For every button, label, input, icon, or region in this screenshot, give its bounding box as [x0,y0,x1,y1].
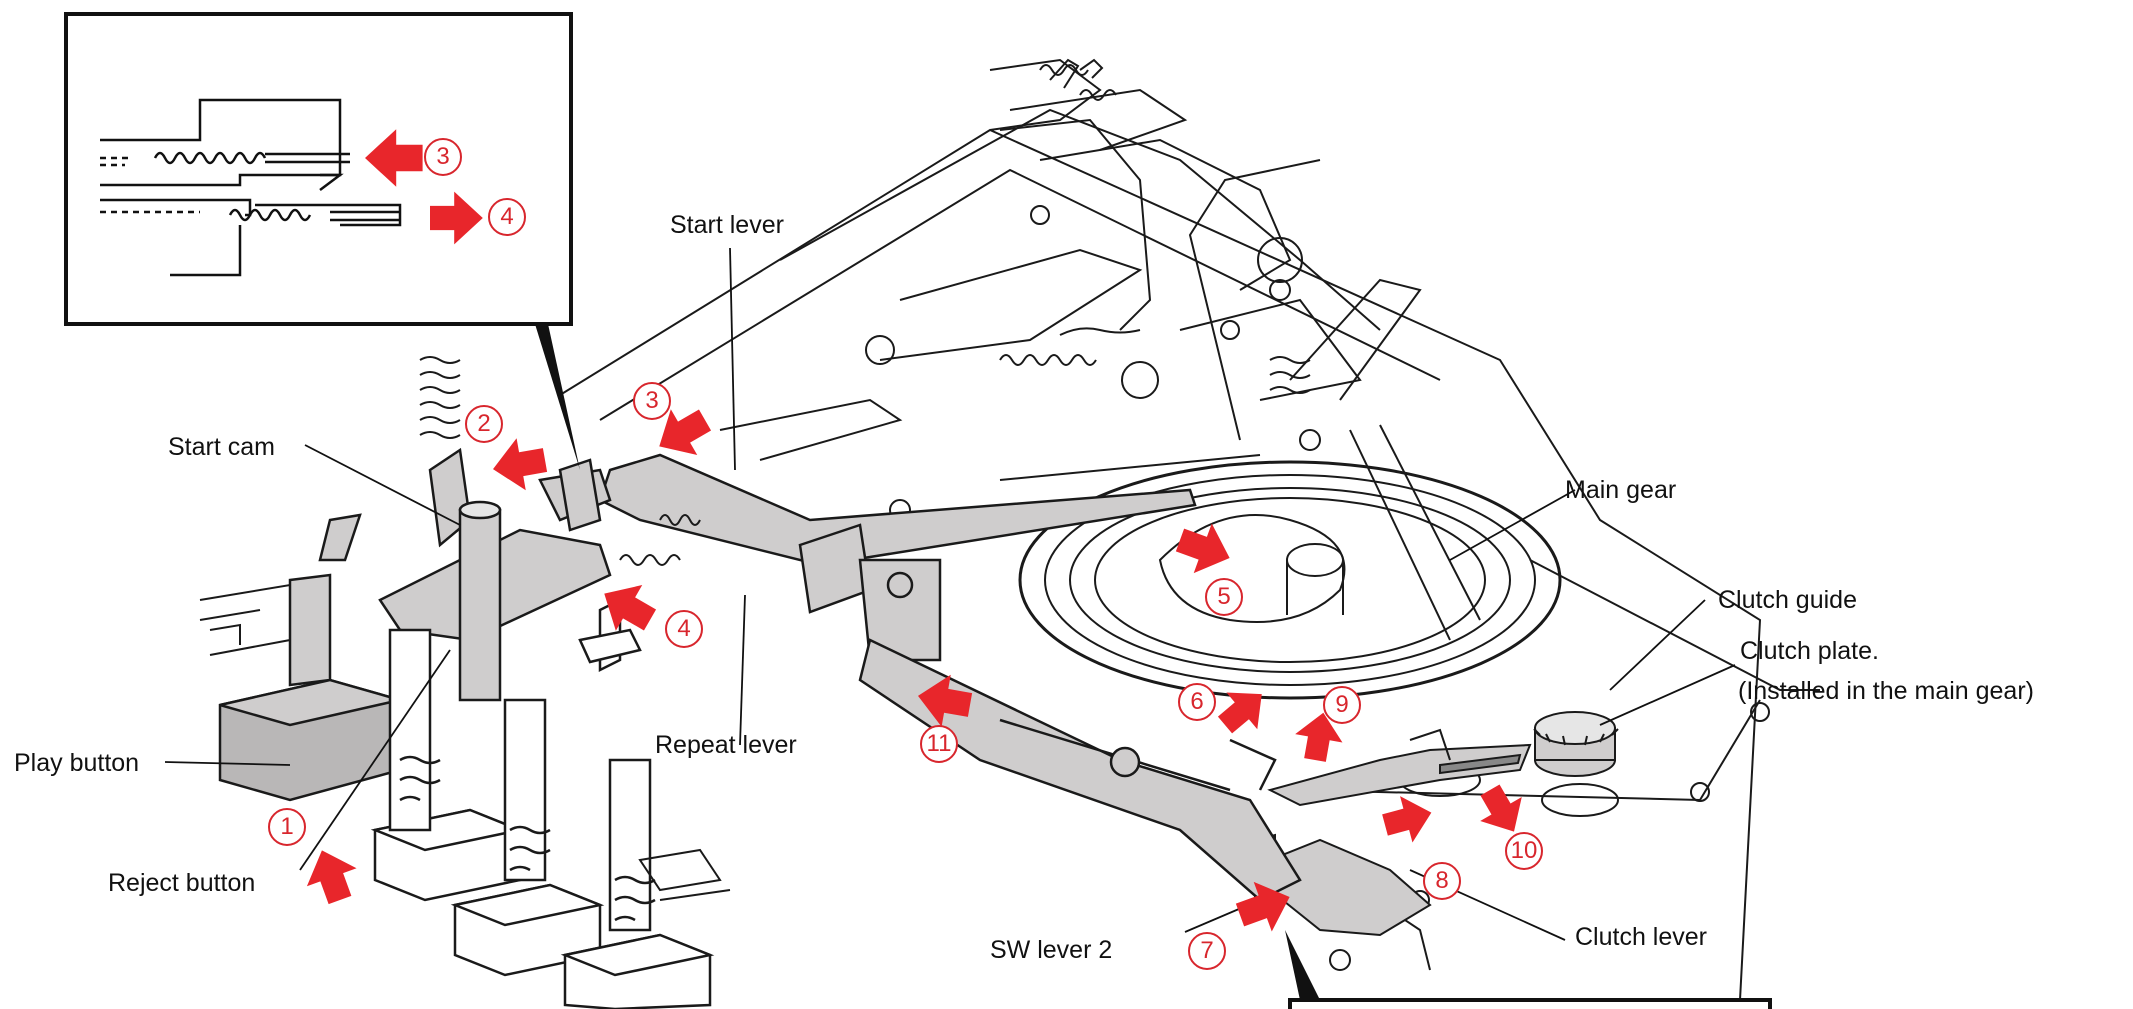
start-repeat-lever [598,453,1302,902]
pcb-strips [199,583,731,901]
step-6: 6 [1178,683,1216,721]
arrow-8 [1378,789,1438,849]
label-reject-button: Reject button [108,869,256,897]
step-4: 4 [665,610,703,648]
step-3-inset: 3 [424,138,462,176]
arrow-6 [1209,675,1278,744]
key-blocks [370,597,715,1009]
arrow-1 [297,841,365,910]
step-10: 10 [1505,832,1543,870]
clutch-guide [1267,728,1532,807]
play-button-part [218,678,402,802]
inset-bottom-detail [1285,930,1772,1009]
label-start-cam: Start cam [168,433,275,461]
step-5: 5 [1205,578,1243,616]
step-9: 9 [1323,686,1361,724]
step-4-inset: 4 [488,198,526,236]
step-11: 11 [920,725,958,763]
clutch-plate [1533,711,1619,777]
label-clutch-plate-note: (Installed in the main gear) [1738,677,2034,705]
main-gear [1018,424,1562,700]
step-2: 2 [465,405,503,443]
step-8: 8 [1423,862,1461,900]
start-cam [288,447,612,702]
label-main-gear: Main gear [1565,476,1677,504]
label-repeat-lever: Repeat lever [655,731,797,759]
label-play-button: Play button [14,749,140,777]
label-sw-lever-2: SW lever 2 [990,936,1113,964]
upper-frame [559,58,1762,1001]
label-clutch-lever: Clutch lever [1575,923,1707,951]
step-1: 1 [268,808,306,846]
inset-spring-detail [64,12,580,470]
springs [419,64,1311,566]
arrow-5 [1170,515,1239,583]
label-clutch-plate: Clutch plate. [1740,637,1879,665]
step-7: 7 [1188,932,1226,970]
arrow-2 [488,434,550,496]
step-3: 3 [633,382,671,420]
label-clutch-guide: Clutch guide [1718,586,1857,614]
label-start-lever: Start lever [670,211,784,239]
